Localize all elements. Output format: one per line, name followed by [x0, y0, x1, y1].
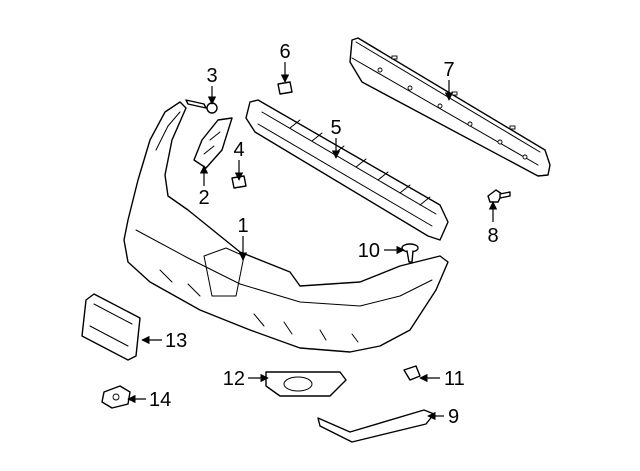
callout-1: 1 [237, 215, 248, 237]
callout-3: 3 [206, 65, 217, 87]
callout-14: 14 [149, 389, 171, 411]
part-9-molding [317, 409, 435, 443]
part-12-fog-lamp-bezel [265, 371, 347, 397]
callout-labels: 1 2 3 4 5 6 7 8 9 10 11 12 13 14 [149, 41, 499, 428]
part-1-bumper-cover [123, 101, 449, 353]
callout-7: 7 [443, 59, 454, 81]
part-11-clip [403, 365, 421, 381]
callout-4: 4 [233, 139, 244, 161]
part-14-clip [101, 385, 131, 409]
callout-9: 9 [448, 406, 459, 428]
callout-5: 5 [330, 117, 341, 139]
callout-6: 6 [279, 41, 290, 63]
part-10-push-pin [401, 243, 419, 263]
callout-12: 12 [223, 368, 245, 390]
part-13-license-bracket [81, 293, 141, 361]
callout-13: 13 [165, 330, 187, 352]
part-8-bolt [487, 189, 511, 203]
part-7-reinforcement-beam [349, 37, 551, 177]
part-6-clip [277, 81, 293, 95]
callout-10: 10 [358, 240, 380, 262]
part-5-energy-absorber [245, 99, 449, 241]
callout-2: 2 [198, 187, 209, 209]
callout-8: 8 [487, 225, 498, 247]
part-3-fastener [185, 99, 218, 114]
leader-lines [127, 62, 498, 421]
callout-11: 11 [444, 368, 465, 390]
part-2-bracket [193, 117, 233, 169]
